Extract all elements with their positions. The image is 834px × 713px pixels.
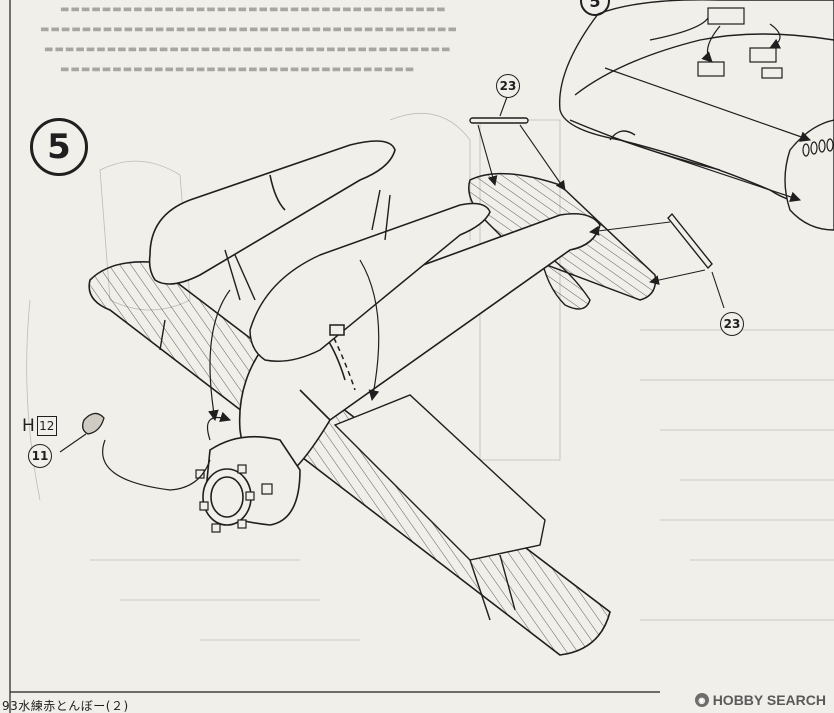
fuselage-arrows bbox=[604, 17, 812, 203]
rear-fuselage bbox=[784, 119, 834, 231]
rod-23-right bbox=[667, 212, 713, 270]
ghost-text-1: ▬▬▬▬▬▬▬▬▬▬▬▬▬▬▬▬▬▬▬▬▬▬▬▬▬▬▬▬▬▬▬▬▬▬▬▬▬ bbox=[60, 4, 447, 15]
vertical-fin bbox=[539, 248, 591, 310]
ghost-text-4: ▬▬▬▬▬▬▬▬▬▬▬▬▬▬▬▬▬▬▬▬▬▬▬▬▬▬▬▬▬▬▬▬▬▬ bbox=[60, 64, 416, 75]
rod-23-right-arrows bbox=[589, 221, 725, 309]
engine-cowling bbox=[202, 435, 301, 526]
lower-wing bbox=[88, 261, 611, 656]
engine-cylinders bbox=[195, 464, 273, 533]
assembly-arrows bbox=[208, 259, 380, 422]
upper-wing bbox=[148, 140, 396, 285]
sprue-number-box: 12 bbox=[36, 416, 57, 436]
part-number-11: 11 bbox=[28, 444, 52, 468]
fuselage-tabs bbox=[697, 7, 783, 79]
watermark-text: HOBBY SEARCH bbox=[712, 692, 826, 708]
watermark-logo-icon: ◉ bbox=[694, 693, 709, 707]
sprue-label: H 12 bbox=[22, 416, 57, 436]
rod-23-top-arrows bbox=[477, 96, 566, 191]
part-number-23-right: 23 bbox=[720, 312, 744, 336]
wing-struts bbox=[159, 189, 516, 621]
footer-title: 93水練赤とんぼー(２) bbox=[2, 699, 129, 713]
rod-23-top bbox=[469, 117, 529, 124]
ghost-text-3: ▬▬▬▬▬▬▬▬▬▬▬▬▬▬▬▬▬▬▬▬▬▬▬▬▬▬▬▬▬▬▬▬▬▬▬▬▬▬▬ bbox=[44, 44, 452, 55]
ghost-drawings bbox=[26, 113, 834, 641]
part-number-23-top: 23 bbox=[496, 74, 520, 98]
step-number: 5 bbox=[30, 118, 88, 176]
watermark: ◉ HOBBY SEARCH bbox=[694, 692, 826, 708]
sprue-letter: H bbox=[22, 416, 35, 436]
part-11-piece bbox=[82, 412, 105, 435]
ghost-text-2: ▬▬▬▬▬▬▬▬▬▬▬▬▬▬▬▬▬▬▬▬▬▬▬▬▬▬▬▬▬▬▬▬▬▬▬▬▬▬▬▬ bbox=[40, 24, 458, 35]
